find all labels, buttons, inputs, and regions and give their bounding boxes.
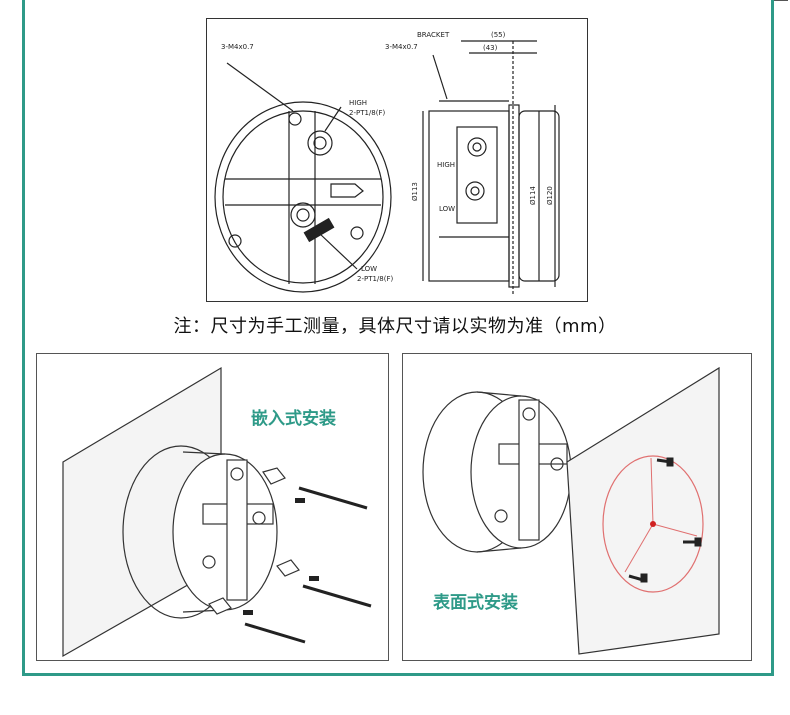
surface-mount-panel: 表面式安装 bbox=[402, 353, 752, 661]
label-low-port-thread: 2-PT1/8(F) bbox=[357, 275, 393, 283]
label-thread-left: 3-M4x0.7 bbox=[221, 43, 254, 51]
label-dim-120: Ø120 bbox=[546, 186, 554, 205]
front-inner-ring bbox=[222, 110, 384, 284]
low-port-boss bbox=[290, 202, 316, 228]
label-high-port: HIGH bbox=[349, 99, 367, 107]
corner-tick bbox=[774, 0, 788, 9]
side-high-port bbox=[467, 137, 487, 157]
side-low-port bbox=[465, 181, 485, 201]
surface-screws bbox=[628, 457, 702, 583]
label-bracket: BRACKET bbox=[417, 31, 450, 39]
label-dim-114: Ø114 bbox=[529, 186, 537, 205]
left-bracket-hole bbox=[228, 234, 242, 248]
side-flange bbox=[508, 104, 520, 288]
flush-clip-2 bbox=[276, 559, 300, 577]
label-dim-55: (55) bbox=[491, 31, 506, 39]
page-frame bbox=[22, 0, 774, 676]
surface-mount-circle bbox=[602, 455, 704, 593]
flush-mount-caption: 嵌入式安装 bbox=[251, 409, 336, 429]
right-bracket-hole bbox=[350, 226, 364, 240]
flush-mount-illustration bbox=[62, 366, 372, 658]
flush-short-screws bbox=[243, 498, 319, 615]
label-low-port: LOW bbox=[361, 265, 377, 273]
label-high-port-thread: 2-PT1/8(F) bbox=[349, 109, 385, 117]
label-bracket-thread: 3-M4x0.7 bbox=[385, 43, 418, 51]
label-dim-113: Ø113 bbox=[411, 182, 419, 201]
side-view bbox=[422, 40, 560, 295]
flush-mount-panel: 嵌入式安装 bbox=[36, 353, 389, 661]
flush-clip-1 bbox=[262, 467, 286, 485]
label-dim-43: (43) bbox=[483, 44, 498, 52]
surface-wall-plate bbox=[566, 366, 720, 655]
label-side-high: HIGH bbox=[437, 161, 455, 169]
dimension-drawing-svg: 3-M4x0.7 HIGH 2-PT1/8(F) LOW 2-PT1/8(F) … bbox=[214, 31, 560, 295]
surface-mount-illustration bbox=[422, 366, 720, 655]
flush-long-screws bbox=[244, 486, 372, 644]
high-port-boss bbox=[307, 130, 333, 156]
measurement-note: 注：尺寸为手工测量，具体尺寸请以实物为准（mm） bbox=[173, 316, 617, 337]
front-outer-ring bbox=[214, 101, 392, 293]
surface-mount-caption: 表面式安装 bbox=[433, 593, 518, 613]
flush-clip-3 bbox=[208, 597, 232, 615]
dimension-drawing: 3-M4x0.7 HIGH 2-PT1/8(F) LOW 2-PT1/8(F) … bbox=[206, 18, 588, 302]
front-view bbox=[214, 62, 392, 293]
top-bracket-hole bbox=[288, 112, 302, 126]
flush-gauge-back bbox=[172, 453, 278, 611]
label-side-low: LOW bbox=[439, 205, 455, 213]
